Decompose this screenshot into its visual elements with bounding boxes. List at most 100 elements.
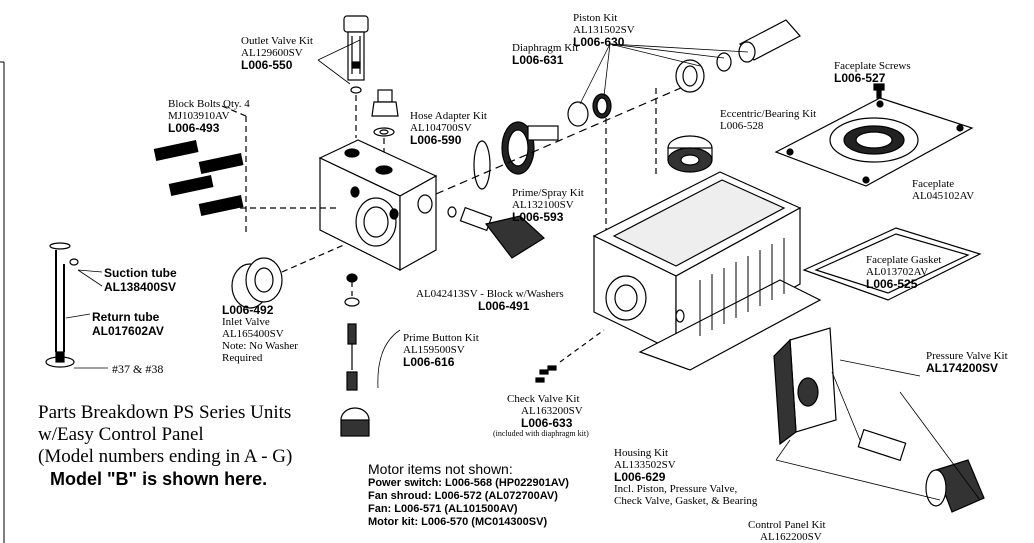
suction-tube-label: Suction tube AL138400SV (104, 266, 177, 294)
block-bolts (153, 140, 244, 216)
inlet-valve-name: Inlet Valve (222, 316, 270, 328)
outlet-valve-label: Outlet Valve Kit AL129600SV L006-550 (241, 35, 313, 71)
faceplate-gasket-part (802, 227, 982, 301)
housing-name: Housing Kit (614, 447, 669, 459)
diaphragm-part (473, 121, 559, 190)
motor-item: Fan: L006-571 (AL101500AV) (368, 503, 518, 515)
check-valve-code: AL163200SV (521, 405, 583, 417)
hose-adapter-name: Hose Adapter Kit (410, 110, 487, 122)
faceplate-part (774, 97, 974, 187)
faceplate-name: Faceplate (912, 178, 955, 190)
block-bolts-label: Block Bolts Qty. 4 MJ103910AV L006-493 (168, 98, 250, 134)
diaphragm-part-number: L006-631 (512, 53, 564, 67)
faceplate-label: Faceplate AL045102AV (912, 178, 974, 202)
housing-fins (699, 238, 785, 336)
control-panel-code: AL162200SV (760, 531, 822, 543)
housing-code: AL133502SV (614, 459, 676, 471)
title-line-1: Parts Breakdown PS Series Units (38, 402, 292, 423)
prime-button-part-number: L006-616 (403, 355, 455, 369)
outlet-valve-part-number: L006-550 (241, 58, 293, 72)
faceplate-gasket-label: Faceplate Gasket AL013702AV L006-525 (866, 254, 941, 290)
piston-name: Piston Kit (573, 12, 618, 24)
motor-items-heading: Motor items not shown: (368, 461, 513, 477)
pressure-valve-name: Pressure Valve Kit (926, 350, 1008, 362)
piston-code: AL131502SV (573, 24, 635, 36)
housing-label: Housing Kit AL133502SV L006-629 Incl. Pi… (614, 447, 757, 507)
housing-includes-2: Check Valve, Gasket, & Bearing (614, 495, 758, 507)
inlet-valve-part (231, 257, 283, 309)
hose-adapter-code: AL104700SV (410, 122, 472, 134)
fittings-label: #37 & #38 (112, 362, 164, 376)
motor-item: Power switch: L006-568 (HP022901AV) (368, 477, 569, 489)
pressure-valve-part (857, 428, 985, 513)
outlet-valve-part (343, 15, 369, 94)
block-bolts-name: Block Bolts Qty. 4 (168, 98, 250, 110)
hose-adapter-part (371, 89, 399, 137)
housing-part (592, 171, 822, 371)
prime-spray-label: Prime/Spray Kit AL132100SV L006-593 (512, 187, 584, 223)
inlet-valve-note: Note: No Washer (222, 340, 298, 352)
prime-spray-name: Prime/Spray Kit (512, 187, 584, 199)
diagram-title: Parts Breakdown PS Series Units w/Easy C… (38, 402, 292, 490)
check-valve-label: Check Valve Kit AL163200SV L006-633 (inc… (493, 393, 589, 438)
faceplate-screws-part-number: L006-527 (834, 71, 886, 85)
check-valve-name: Check Valve Kit (507, 393, 580, 405)
title-model-note: Model "B" is shown here. (50, 469, 268, 489)
inlet-valve-part-number: L006-492 (222, 303, 274, 317)
faceplate-gasket-part-number: L006-525 (866, 277, 918, 291)
faceplate-screws-name: Faceplate Screws (834, 60, 911, 72)
piston-part-number: L006-630 (573, 35, 625, 49)
check-valve-note: (included with diaphragm kit) (493, 429, 589, 438)
block-name: AL042413SV - Block w/Washers (416, 288, 564, 300)
eccentric-part-number: L006-528 (720, 120, 764, 132)
motor-items-note: Motor items not shown: Power switch: L00… (368, 461, 569, 529)
block-bolts-code: MJ103910AV (168, 110, 230, 122)
faceplate-gasket-code: AL013702AV (866, 266, 929, 278)
inlet-valve-label: L006-492 Inlet Valve AL165400SV Note: No… (222, 304, 298, 364)
block-bolts-part-number: L006-493 (168, 121, 220, 135)
prime-button-part (340, 273, 370, 437)
hose-adapter-label: Hose Adapter Kit AL104700SV L006-590 (410, 110, 487, 146)
control-panel-part (773, 327, 837, 446)
pressure-valve-label: Pressure Valve Kit AL174200SV (926, 350, 1008, 374)
control-panel-label: Control Panel Kit AL162200SV (748, 519, 826, 543)
faceplate-screws-label: Faceplate Screws L006-527 (834, 60, 911, 84)
check-valve-part (535, 365, 557, 383)
inlet-valve-note-2: Required (222, 352, 263, 364)
control-panel-name: Control Panel Kit (748, 519, 826, 531)
return-tube-code: AL017602AV (92, 324, 164, 338)
eccentric-name: Eccentric/Bearing Kit (720, 108, 817, 120)
block-label: AL042413SV - Block w/Washers L006-491 (416, 288, 564, 312)
tubes-part (45, 242, 79, 368)
hose-adapter-part-number: L006-590 (410, 133, 462, 147)
inlet-valve-code: AL165400SV (222, 328, 284, 340)
prime-button-name: Prime Button Kit (403, 332, 479, 344)
title-line-2: w/Easy Control Panel (38, 424, 204, 445)
suction-tube-code: AL138400SV (104, 280, 177, 294)
return-tube-name: Return tube (92, 310, 160, 324)
block-part-number: L006-491 (478, 299, 530, 313)
eccentric-bearing-part (667, 135, 713, 173)
housing-part-number: L006-629 (614, 470, 666, 484)
prime-spray-part-number: L006-593 (512, 210, 564, 224)
faceplate-gasket-name: Faceplate Gasket (866, 254, 942, 266)
faceplate-code: AL045102AV (912, 190, 975, 202)
title-line-3: (Model numbers ending in A - G) (38, 446, 293, 467)
prime-button-label: Prime Button Kit AL159500SV L006-616 (403, 332, 479, 368)
diaphragm-name: Diaphragm Kit (512, 42, 579, 54)
prime-spray-code: AL132100SV (512, 199, 574, 211)
outlet-valve-code: AL129600SV (241, 47, 303, 59)
motor-item: Motor kit: L006-570 (MC014300SV) (368, 516, 548, 528)
prime-spray-part (447, 206, 545, 259)
prime-button-code: AL159500SV (403, 344, 465, 356)
faceplate-screw-part (873, 83, 885, 99)
return-tube-label: Return tube AL017602AV (92, 310, 164, 338)
check-valve-part-number: L006-633 (521, 416, 573, 430)
eccentric-label: Eccentric/Bearing Kit L006-528 (720, 108, 816, 132)
pressure-valve-code: AL174200SV (926, 361, 999, 375)
outlet-valve-name: Outlet Valve Kit (241, 35, 313, 47)
housing-includes: Incl. Piston, Pressure Valve, (614, 483, 738, 495)
motor-item: Fan shroud: L006-572 (AL072700AV) (368, 490, 558, 502)
suction-tube-name: Suction tube (104, 266, 177, 280)
